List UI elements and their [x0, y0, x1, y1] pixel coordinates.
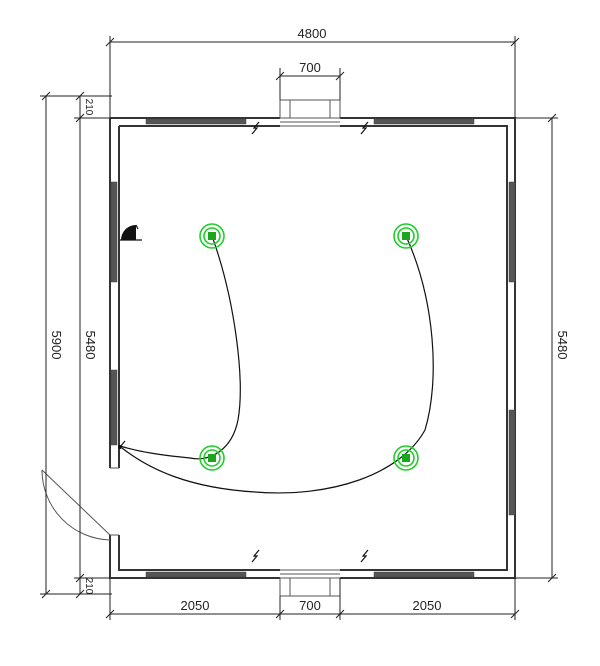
- dimension-left-total: 5900: [40, 91, 112, 599]
- door-jamb: [110, 467, 119, 536]
- dim-label-top-window: 700: [299, 60, 321, 75]
- dimension-top-total: 4800: [105, 26, 520, 118]
- ceiling-light-icon: [393, 223, 419, 249]
- window-bottom-right: [373, 571, 475, 578]
- dimension-top-window: 700: [275, 60, 345, 100]
- dim-label-bottom-right: 2050: [413, 598, 442, 613]
- dim-label-left-inner: 5480: [83, 331, 98, 360]
- dim-label-bottom-left: 2050: [181, 598, 210, 613]
- dimension-right-inner: 5480: [515, 113, 570, 583]
- window-left-upper: [110, 181, 118, 283]
- socket-icons: [251, 121, 369, 563]
- socket-icon: [360, 549, 369, 563]
- wire-left-loop: [119, 235, 241, 460]
- window-right-lower: [508, 409, 516, 516]
- dim-label-top-total: 4800: [298, 26, 327, 41]
- window-bottom-left: [145, 571, 247, 578]
- wall-outer: [109, 117, 516, 579]
- dimension-bottom: 2050 700 2050: [105, 578, 520, 620]
- dim-label-left-wall-top: 210: [83, 99, 94, 116]
- door-swing-icon: [41, 469, 111, 541]
- ceiling-light-icon: [199, 445, 225, 471]
- window-left-lower: [110, 369, 118, 446]
- socket-icon: [251, 549, 260, 563]
- dim-label-left-total: 5900: [49, 331, 64, 360]
- window-top-right: [373, 118, 475, 125]
- wire-right-loop: [121, 235, 434, 494]
- window-top-left: [145, 118, 247, 125]
- socket-icon: [251, 121, 260, 135]
- wall-inner: [118, 125, 508, 571]
- dim-label-right-inner: 5480: [555, 331, 570, 360]
- wiring: [118, 235, 434, 494]
- switch-icon: [120, 224, 142, 241]
- ceiling-light-icon: [393, 445, 419, 471]
- windows: [110, 118, 516, 578]
- dimension-left-inner: 5480 210 210: [74, 91, 110, 599]
- dim-label-bottom-mid: 700: [299, 598, 321, 613]
- top-opening: [279, 99, 341, 127]
- dim-label-left-wall-bottom: 210: [83, 578, 94, 595]
- socket-icon: [360, 121, 369, 135]
- window-right-upper: [508, 181, 516, 283]
- bottom-opening: [279, 569, 341, 597]
- ceiling-light-icon: [199, 223, 225, 249]
- room-walls: [109, 117, 516, 579]
- ceiling-lights: [199, 223, 419, 471]
